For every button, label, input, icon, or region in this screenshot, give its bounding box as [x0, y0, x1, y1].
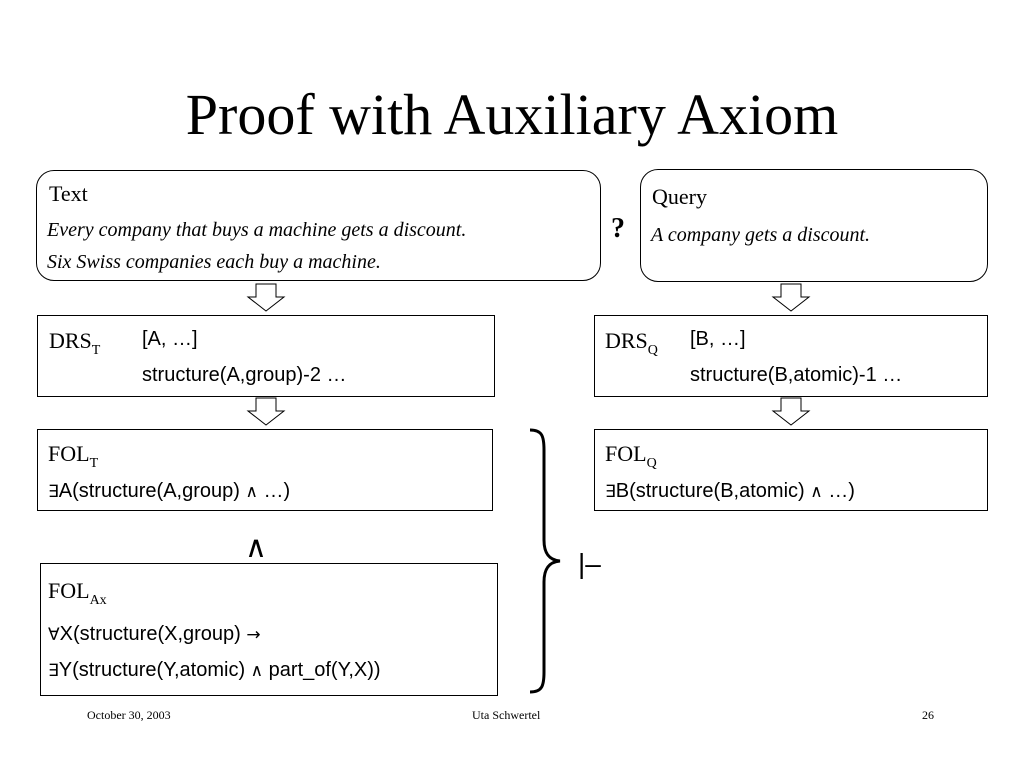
fol-ax-label-main: FOL: [48, 578, 90, 603]
text-box: Text Every company that buys a machine g…: [36, 170, 601, 281]
drs-q-label-sub: Q: [647, 343, 658, 358]
fol-t-formula: ∃A(structure(A,group) ∧ …): [48, 480, 290, 503]
fol-q-label-sub: Q: [646, 456, 657, 471]
fol-ax-line-1: ∀X(structure(X,group) →: [48, 623, 261, 646]
fol-q-formula: ∃B(structure(B,atomic) ∧ …): [605, 480, 855, 503]
fol-t-tail: …): [257, 480, 291, 502]
fol-t-box: FOLT ∃A(structure(A,group) ∧ …): [37, 429, 493, 511]
fol-q-body: B(structure(B,atomic): [615, 480, 811, 502]
fol-t-label-main: FOL: [48, 441, 90, 466]
text-box-heading: Text: [49, 181, 88, 206]
and-symbol: ∧: [250, 661, 264, 681]
footer-page-number: 26: [922, 708, 934, 722]
implies-symbol: →: [246, 625, 261, 645]
curly-brace-icon: [529, 428, 561, 694]
drs-t-label: DRST: [49, 328, 100, 358]
drs-t-box: DRST [A, …] structure(A,group)-2 …: [37, 315, 495, 397]
footer-author: Uta Schwertel: [472, 708, 541, 722]
down-arrow-icon: [771, 283, 811, 312]
exists-symbol: ∃: [48, 482, 59, 502]
conjunction-symbol: ∧: [245, 530, 267, 565]
drs-q-line-2: structure(B,atomic)-1 …: [690, 364, 903, 386]
fol-t-label: FOLT: [48, 441, 98, 471]
text-box-line-1: Every company that buys a machine gets a…: [47, 219, 467, 241]
down-arrow-icon: [771, 397, 811, 426]
fol-t-label-sub: T: [89, 456, 99, 471]
drs-q-label: DRSQ: [605, 328, 658, 358]
drs-t-line-2: structure(A,group)-2 …: [142, 364, 347, 386]
drs-q-box: DRSQ [B, …] structure(B,atomic)-1 …: [594, 315, 988, 397]
fol-ax-l2-tail: part_of(Y,X)): [263, 659, 381, 681]
down-arrow-icon: [246, 397, 286, 426]
exists-symbol: ∃: [605, 482, 616, 502]
fol-q-label-main: FOL: [605, 441, 647, 466]
fol-ax-l1-body: X(structure(X,group): [59, 623, 247, 645]
fol-q-box: FOLQ ∃B(structure(B,atomic) ∧ …): [594, 429, 988, 511]
footer-date: October 30, 2003: [87, 708, 171, 722]
text-box-line-2: Six Swiss companies each buy a machine.: [47, 251, 381, 273]
fol-q-label: FOLQ: [605, 441, 657, 471]
question-mark: ?: [611, 213, 625, 244]
and-symbol: ∧: [245, 482, 258, 502]
query-box-heading: Query: [652, 184, 707, 209]
fol-q-tail: …): [822, 480, 855, 502]
fol-ax-line-2: ∃Y(structure(Y,atomic) ∧ part_of(Y,X)): [48, 659, 381, 682]
turnstile-symbol: |–: [578, 548, 601, 579]
fol-ax-label: FOLAx: [48, 578, 107, 608]
drs-q-label-main: DRS: [605, 328, 648, 353]
drs-t-label-sub: T: [91, 343, 101, 358]
slide-title: Proof with Auxiliary Axiom: [185, 82, 839, 147]
and-symbol: ∧: [810, 482, 823, 502]
drs-q-line-1: [B, …]: [690, 328, 746, 350]
query-box: Query A company gets a discount.: [640, 169, 988, 282]
fol-ax-box: FOLAx ∀X(structure(X,group) → ∃Y(structu…: [40, 563, 498, 696]
forall-symbol: ∀: [48, 625, 60, 645]
down-arrow-icon: [246, 283, 286, 312]
drs-t-line-1: [A, …]: [142, 328, 198, 350]
drs-t-label-main: DRS: [49, 328, 92, 353]
fol-ax-l2-body: Y(structure(Y,atomic): [58, 659, 251, 681]
fol-ax-label-sub: Ax: [89, 593, 107, 608]
query-box-line-1: A company gets a discount.: [651, 224, 871, 246]
exists-symbol: ∃: [48, 661, 59, 681]
fol-t-body: A(structure(A,group): [58, 480, 246, 502]
